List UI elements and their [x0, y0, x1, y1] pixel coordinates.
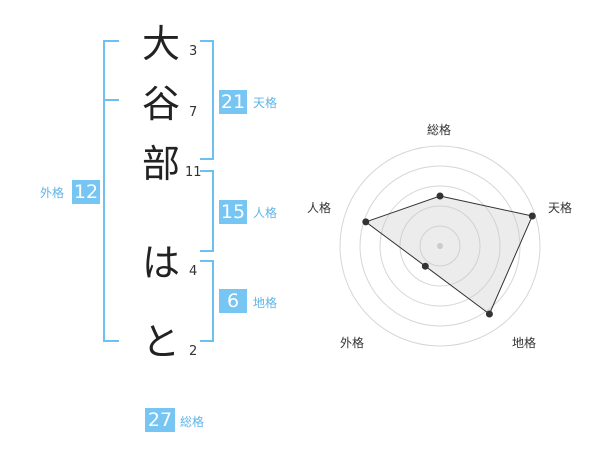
radar-label-gaikaku: 外格 — [340, 336, 365, 350]
radar-point-2 — [528, 212, 536, 220]
gaikaku-label: 外格 — [40, 186, 65, 200]
stroke-count-3: 11 — [185, 165, 202, 180]
radar-center — [437, 243, 443, 249]
tenkaku-label: 天格 — [253, 96, 278, 110]
name-char-5: と — [141, 320, 180, 364]
radar-ring — [339, 145, 541, 347]
jinkaku-label: 人格 — [253, 206, 278, 220]
radar-label-chikaku: 地格 — [512, 336, 537, 350]
chikaku-bracket — [200, 260, 214, 342]
name-char-3: 部 — [141, 142, 180, 186]
jinkaku-bracket — [200, 170, 214, 252]
tenkaku-badge: 21 — [219, 90, 247, 114]
radar-point-5 — [362, 218, 370, 226]
radar-series — [364, 195, 534, 315]
tenkaku-bracket — [200, 40, 214, 160]
name-char-4: は — [141, 241, 180, 285]
stroke-count-4: 4 — [189, 264, 198, 279]
gaikaku-bracket-tick — [103, 99, 119, 101]
radar-point-4 — [421, 262, 429, 270]
radar-ring — [359, 165, 521, 327]
chikaku-badge: 6 — [219, 289, 247, 313]
chikaku-label: 地格 — [253, 296, 278, 310]
stroke-count-1: 3 — [189, 44, 198, 59]
radar-ring — [379, 185, 501, 307]
radar-point-3 — [485, 310, 493, 318]
gaikaku-badge: 12 — [72, 180, 100, 204]
stroke-count-2: 7 — [189, 105, 198, 120]
soukaku-badge: 27 — [145, 408, 175, 432]
soukaku-label: 総格 — [180, 415, 205, 429]
jinkaku-badge: 15 — [219, 200, 247, 224]
gaikaku-bracket — [103, 40, 119, 342]
radar-ring — [399, 205, 481, 287]
radar-point-1 — [436, 192, 444, 200]
radar-label-tenkaku: 天格 — [548, 201, 573, 215]
radar-ring — [419, 225, 461, 267]
radar-label-soukaku: 総格 — [427, 123, 452, 137]
name-char-2: 谷 — [141, 82, 180, 126]
radar-label-jinkaku: 人格 — [307, 201, 332, 215]
name-char-1: 大 — [141, 22, 180, 66]
stroke-count-5: 2 — [189, 344, 198, 359]
